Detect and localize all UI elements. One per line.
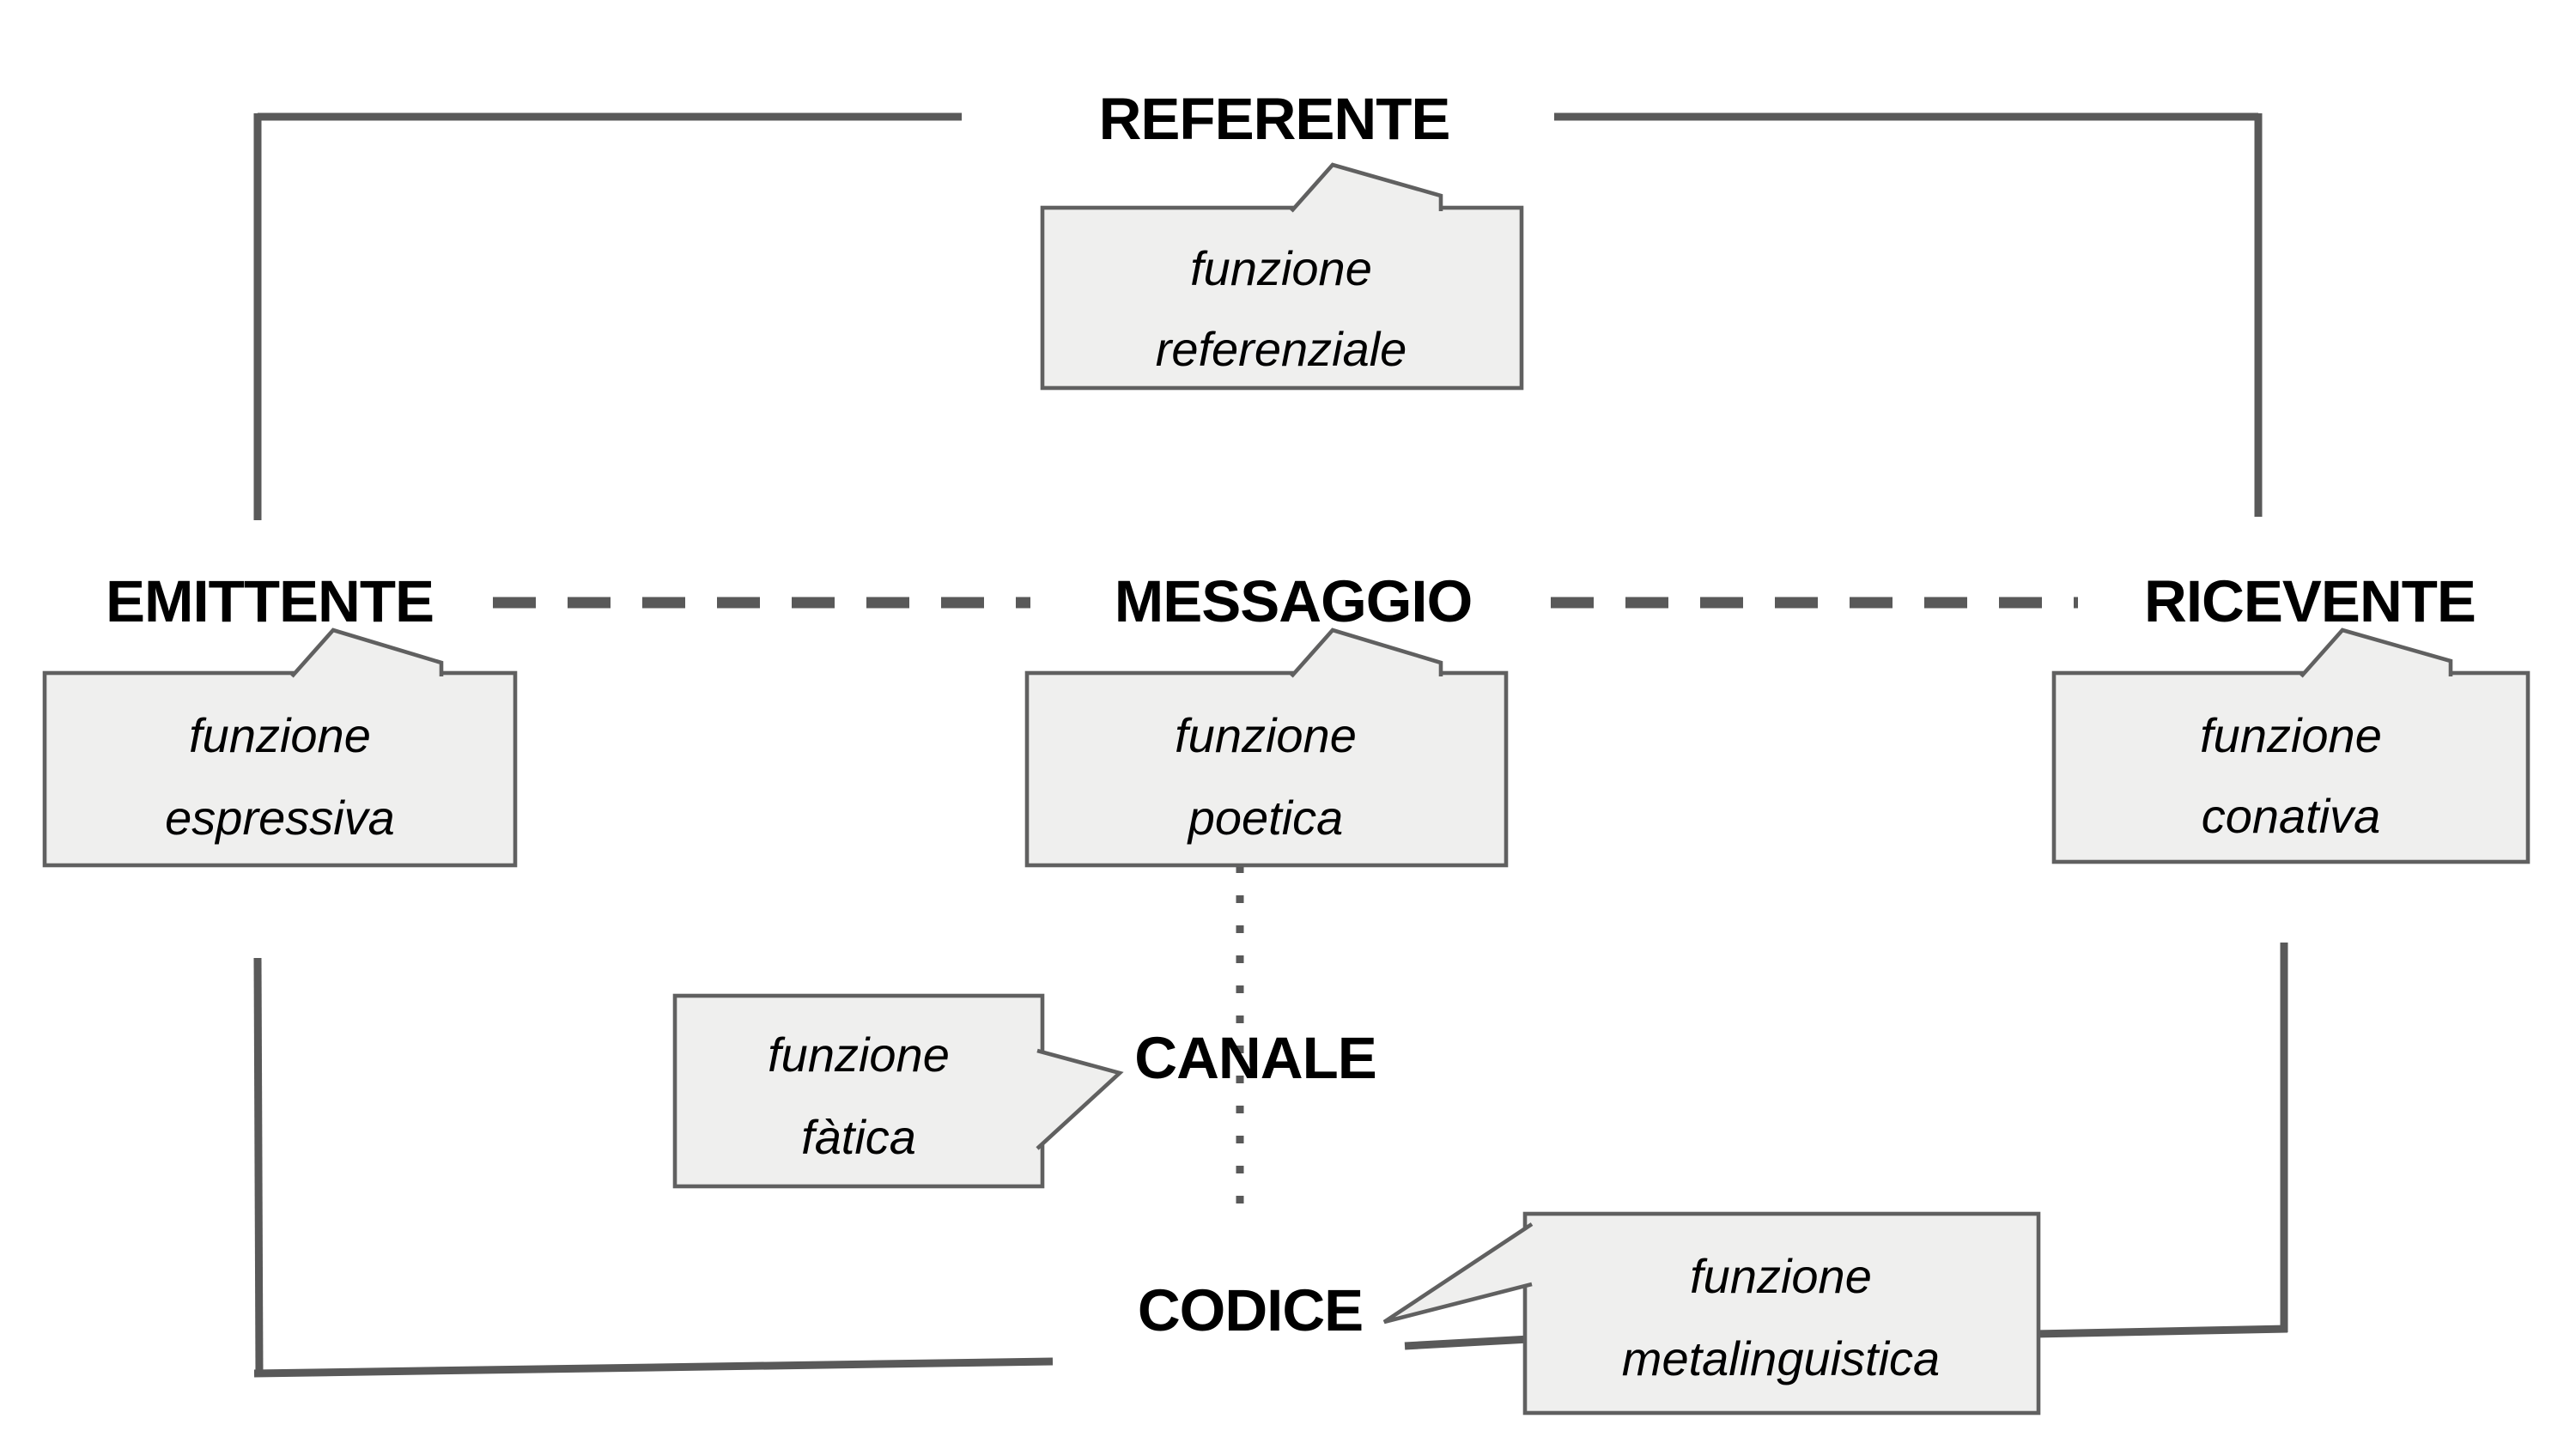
- node-label-ricevente: RICEVENTE: [2144, 568, 2476, 634]
- left-vertical-line-bottom: [253, 957, 264, 1374]
- node-label-canale: CANALE: [1134, 1025, 1376, 1091]
- callout-box-poetica: [1024, 670, 1509, 868]
- callout-pointer-metalinguistica: [1382, 1222, 1534, 1325]
- callout-pointer-fatica: [1036, 1048, 1124, 1150]
- callout-box-conativa: [2051, 670, 2530, 864]
- callout-pointer-espressiva: [290, 627, 444, 678]
- callout-text-conativa-line2: conativa: [2202, 789, 2381, 843]
- callout-text-conativa-line1: funzione: [2200, 708, 2382, 762]
- callout-box-espressiva: [42, 670, 518, 868]
- callout-box-referenziale: [1040, 205, 1524, 391]
- bottom-frame-line-left: [253, 1357, 1054, 1378]
- callout-text-poetica-line2: poetica: [1187, 791, 1344, 845]
- node-label-codice: CODICE: [1138, 1277, 1363, 1343]
- callout-text-metalinguistica-line2: metalinguistica: [1622, 1331, 1940, 1385]
- callout-text-espressiva-line2: espressiva: [165, 791, 395, 845]
- callout-text-metalinguistica-line1: funzione: [1690, 1249, 1872, 1303]
- bottom-frame-line-right: [2032, 1325, 2288, 1338]
- callout-box-fatica: [672, 993, 1045, 1189]
- callout-box-metalinguistica: [1522, 1211, 2041, 1416]
- callout-text-poetica-line1: funzione: [1175, 708, 1357, 762]
- node-label-emittente: EMITTENTE: [106, 568, 434, 634]
- callout-text-fatica-line1: funzione: [768, 1028, 950, 1082]
- callout-text-fatica-line2: fàtica: [801, 1110, 916, 1164]
- callout-text-referenziale-line2: referenziale: [1156, 322, 1407, 376]
- node-label-referente: REFERENTE: [1099, 86, 1450, 152]
- callout-pointer-poetica: [1290, 627, 1443, 678]
- callout-pointer-conativa: [2300, 627, 2453, 678]
- callout-pointer-referenziale: [1290, 162, 1443, 213]
- callout-text-referenziale-line1: funzione: [1190, 241, 1372, 295]
- node-label-messaggio: MESSAGGIO: [1115, 568, 1473, 634]
- bottom-frame-line-middle: [1404, 1335, 1531, 1350]
- callout-text-espressiva-line1: funzione: [189, 708, 371, 762]
